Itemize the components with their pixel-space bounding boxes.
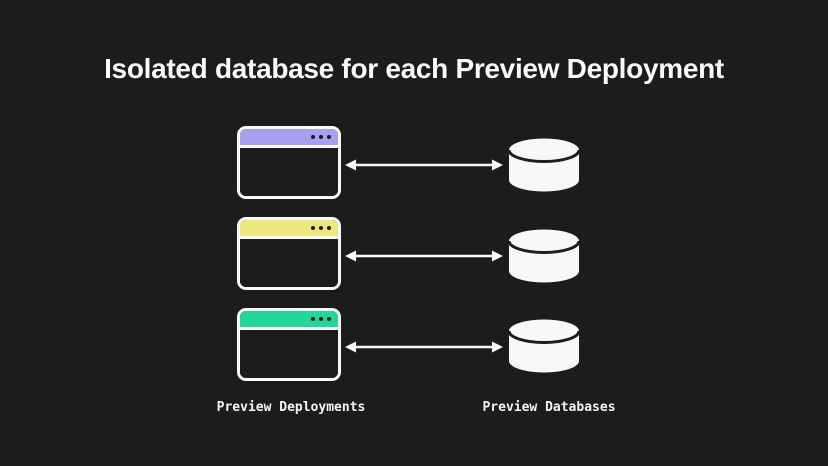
window-menu-dots-icon [319, 135, 323, 139]
database-icon [507, 319, 581, 373]
databases-column-label: Preview Databases [482, 400, 616, 415]
window-body [240, 330, 338, 378]
database-icon [507, 229, 581, 283]
window-menu-dots-icon [327, 135, 331, 139]
database-icon [507, 138, 581, 192]
window-body [240, 239, 338, 287]
window-titlebar [240, 129, 338, 148]
window-menu-dots-icon [327, 317, 331, 321]
window-titlebar [240, 220, 338, 239]
bidirectional-arrow-icon [345, 250, 503, 262]
window-titlebar [240, 311, 338, 330]
browser-window-icon [237, 308, 341, 381]
browser-window-icon [237, 217, 341, 290]
window-menu-dots-icon [311, 317, 315, 321]
bidirectional-arrow-icon [345, 341, 503, 353]
page-title: Isolated database for each Preview Deplo… [104, 53, 724, 84]
window-menu-dots-icon [319, 317, 323, 321]
window-menu-dots-icon [311, 135, 315, 139]
browser-window-icon [237, 126, 341, 199]
window-menu-dots-icon [319, 226, 323, 230]
bidirectional-arrow-icon [345, 159, 503, 171]
window-menu-dots-icon [327, 226, 331, 230]
window-menu-dots-icon [311, 226, 315, 230]
window-body [240, 148, 338, 196]
deployments-column-label: Preview Deployments [216, 400, 366, 415]
